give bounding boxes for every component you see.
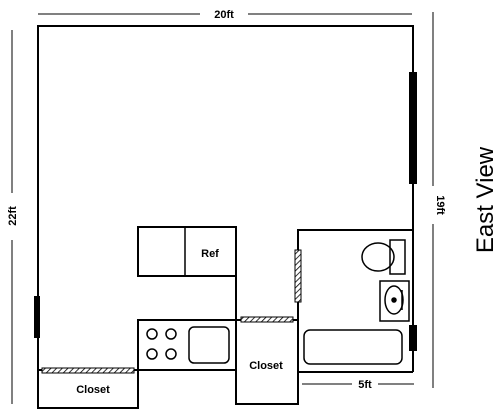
- kitchen-sink: [188, 326, 230, 364]
- dimension-left: 22ft: [7, 30, 19, 404]
- stove-burner: [165, 328, 177, 340]
- outer-walls: [37, 25, 414, 372]
- stove-burner: [146, 348, 158, 360]
- closet-left: Closet: [37, 367, 139, 409]
- dimension-right-label: 19ft: [434, 195, 446, 215]
- closet-center-door: [240, 316, 294, 323]
- window-right-upper: [409, 72, 417, 184]
- east-view-label: East View: [472, 146, 499, 253]
- dimension-left-label: 22ft: [7, 206, 19, 226]
- closet-left-door: [41, 367, 135, 374]
- dimension-bottom: 5ft: [302, 379, 414, 391]
- refrigerator-label: Ref: [201, 248, 219, 260]
- closet-center-label: Closet: [249, 360, 283, 372]
- bathtub: [303, 329, 403, 365]
- bathroom: [294, 229, 413, 373]
- refrigerator: Ref: [137, 226, 237, 277]
- dimension-top: 20ft: [38, 9, 412, 21]
- stove: [146, 328, 177, 360]
- dimension-right: 19ft: [432, 12, 446, 388]
- dimension-top-label: 20ft: [214, 9, 234, 21]
- stove-burner: [146, 328, 158, 340]
- stove-burner: [165, 348, 177, 360]
- kitchen-counter: [137, 319, 237, 371]
- toilet-bowl: [361, 242, 395, 272]
- dimension-bottom-label: 5ft: [358, 379, 372, 391]
- toilet: [361, 239, 406, 275]
- window-left: [34, 296, 40, 338]
- window-right-lower: [409, 325, 417, 351]
- closet-left-label: Closet: [76, 384, 110, 396]
- toilet-tank: [389, 239, 406, 275]
- bathroom-door: [294, 249, 302, 303]
- closet-center: Closet: [235, 227, 299, 405]
- bathroom-sink: [379, 280, 410, 322]
